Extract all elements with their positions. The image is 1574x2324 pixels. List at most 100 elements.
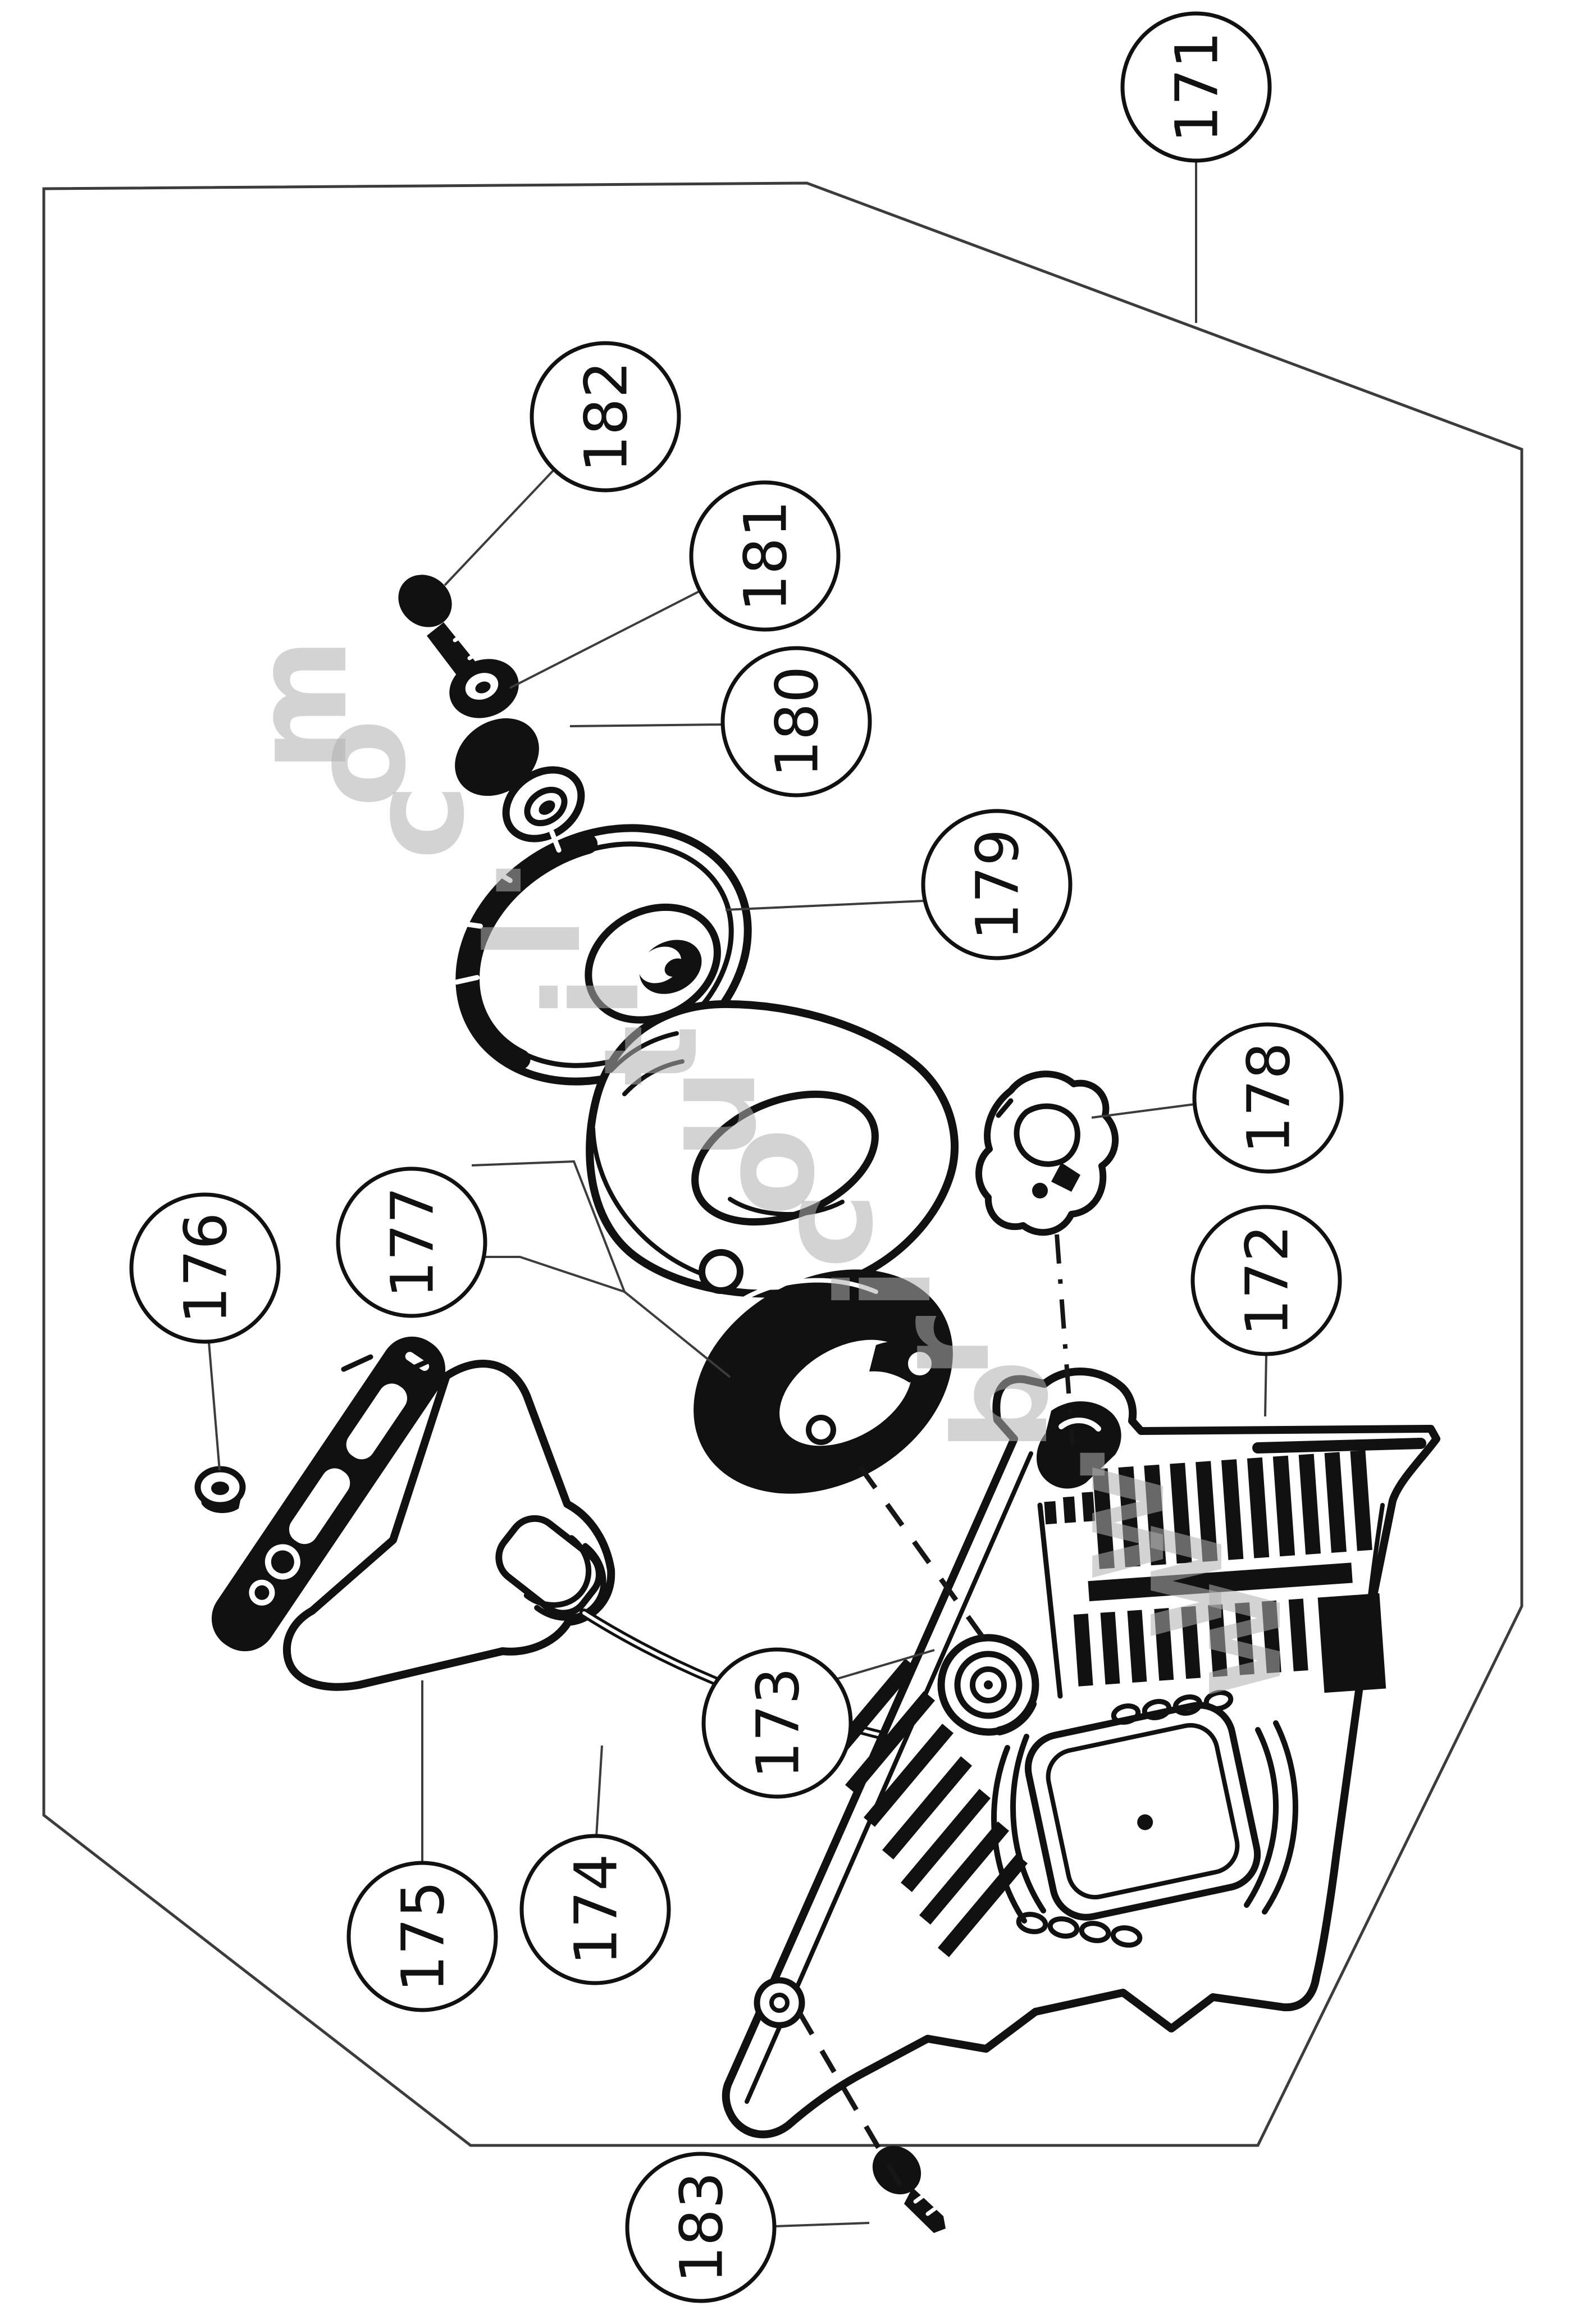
watermark-char: m: [226, 637, 376, 772]
part-spring-cover-177: [586, 1000, 959, 1298]
grip-slot: [289, 1468, 350, 1544]
washer-hole: [475, 681, 491, 694]
pulley-rope-groove: [459, 827, 748, 1082]
handle-body: [282, 1360, 615, 1691]
watermark-char: w: [1102, 1521, 1252, 1641]
leader-line-177: [484, 1256, 625, 1293]
watermark-char: o: [285, 719, 435, 808]
watermark-char: .: [402, 855, 551, 904]
screw-head: [398, 575, 452, 627]
callout-number: 176: [171, 1213, 240, 1324]
watermark-char: .: [986, 1439, 1135, 1488]
cassette-hook-eye: [902, 1346, 937, 1381]
housing-vent-slots-top: [1111, 1690, 1234, 1725]
leader-line-182: [444, 470, 554, 586]
watermark-char: l: [460, 917, 610, 961]
nut-hole: [211, 1482, 229, 1495]
handle-ferrule: [495, 1515, 606, 1621]
watermark-char: c: [752, 1192, 902, 1269]
callout-number: 174: [562, 1854, 630, 1966]
callout-182[interactable]: 182: [530, 341, 681, 493]
part-nut-176: [194, 1466, 246, 1514]
part-housing-172: [722, 1367, 1440, 2139]
callout-layer: 171 182 181 180 179 178 177 176 172 173 175 174 183: [129, 11, 1344, 2303]
grip-ring: [249, 1579, 275, 1606]
nut-side: [199, 1489, 242, 1514]
callout-number: 183: [667, 2172, 736, 2284]
callout-number: 180: [763, 666, 831, 778]
housing-rope-boss: [1036, 1401, 1121, 1489]
housing-ribs-left: [991, 1734, 1046, 1924]
leader-line-178: [1091, 1103, 1196, 1119]
housing-fins-middle: [1073, 1593, 1386, 1693]
handle-grip: [211, 1336, 446, 1652]
callout-number: 172: [1233, 1225, 1301, 1337]
callout-number: 178: [1234, 1042, 1303, 1154]
watermark-char: w: [1161, 1580, 1311, 1699]
grip-ring: [264, 1544, 300, 1580]
annotation-layer: [797, 1234, 1075, 2193]
screw-threads: [913, 2190, 942, 2216]
watermark-char: w: [1044, 1463, 1194, 1582]
housing-foot-boss: [754, 1977, 805, 2029]
watermark-char: u: [635, 1068, 785, 1160]
leader-line-181: [509, 590, 701, 689]
callout-number: 182: [572, 361, 640, 473]
housing-ribs-right: [1244, 1720, 1298, 1915]
parts-layer: [194, 575, 1440, 2233]
callout-183[interactable]: 183: [625, 2152, 777, 2303]
callout-178[interactable]: 178: [1192, 1022, 1344, 1174]
callout-number: 171: [1162, 31, 1231, 143]
watermark-char: o: [694, 1128, 843, 1216]
callout-number: 173: [743, 1667, 812, 1779]
leader-line-173: [835, 1649, 935, 1680]
leader-line-172: [1264, 1354, 1267, 1417]
housing-fins-upper: [1044, 1450, 1372, 1602]
callout-number: 179: [963, 829, 1032, 941]
watermark-char: r: [869, 1315, 1019, 1379]
watermark-char: c: [343, 783, 493, 860]
callout-number: 181: [731, 500, 800, 612]
pawl-inner: [1014, 1103, 1080, 1167]
leader-line-176: [208, 1342, 221, 1471]
callout-180[interactable]: 180: [720, 646, 872, 798]
callout-177[interactable]: 177: [336, 1166, 487, 1318]
part-bolt-173: [937, 1634, 1039, 1736]
housing-panel: [1024, 1702, 1261, 1921]
handle-detail-lines: [341, 1354, 433, 1380]
housing-vent-slots-bottom: [1016, 1912, 1143, 1948]
leader-line-183: [774, 2222, 870, 2227]
spacer-bore: [539, 800, 555, 815]
callout-174[interactable]: 174: [519, 1834, 671, 1985]
leader-line-174: [595, 1745, 603, 1837]
callout-179[interactable]: 179: [921, 809, 1073, 960]
pawl-body: [975, 1070, 1119, 1236]
screw-shank: [904, 2188, 946, 2233]
cassette-spring-arc: [728, 1278, 878, 1311]
leader-layer: [208, 161, 1267, 2227]
callout-175[interactable]: 175: [346, 1861, 498, 2012]
rope-boss-highlight: [1059, 1418, 1101, 1432]
dash-line-housing-to-screw-183: [797, 2011, 906, 2193]
pawl-edge-line: [996, 1098, 1014, 1118]
watermark-char: i: [518, 975, 668, 1019]
leader-line-177: [471, 1160, 731, 1378]
cover-thickness-line: [591, 1127, 710, 1278]
callout-173[interactable]: 173: [701, 1647, 853, 1799]
cassette-nub: [699, 1249, 743, 1294]
part-screw-183: [872, 2145, 946, 2233]
pawl-notch: [1051, 1163, 1080, 1192]
callout-number: 177: [378, 1187, 446, 1298]
callout-171[interactable]: 171: [1120, 11, 1272, 163]
callout-172[interactable]: 172: [1190, 1205, 1342, 1356]
ferrule-bands: [523, 1535, 606, 1621]
cover-tab-lines: [609, 1031, 685, 1096]
part-spacer-180: [455, 718, 585, 842]
cassette-pin: [806, 1415, 836, 1445]
callout-181[interactable]: 181: [689, 480, 841, 632]
watermark-char: i: [810, 1267, 960, 1311]
callout-176[interactable]: 176: [129, 1192, 281, 1344]
part-washer-181: [449, 659, 519, 718]
